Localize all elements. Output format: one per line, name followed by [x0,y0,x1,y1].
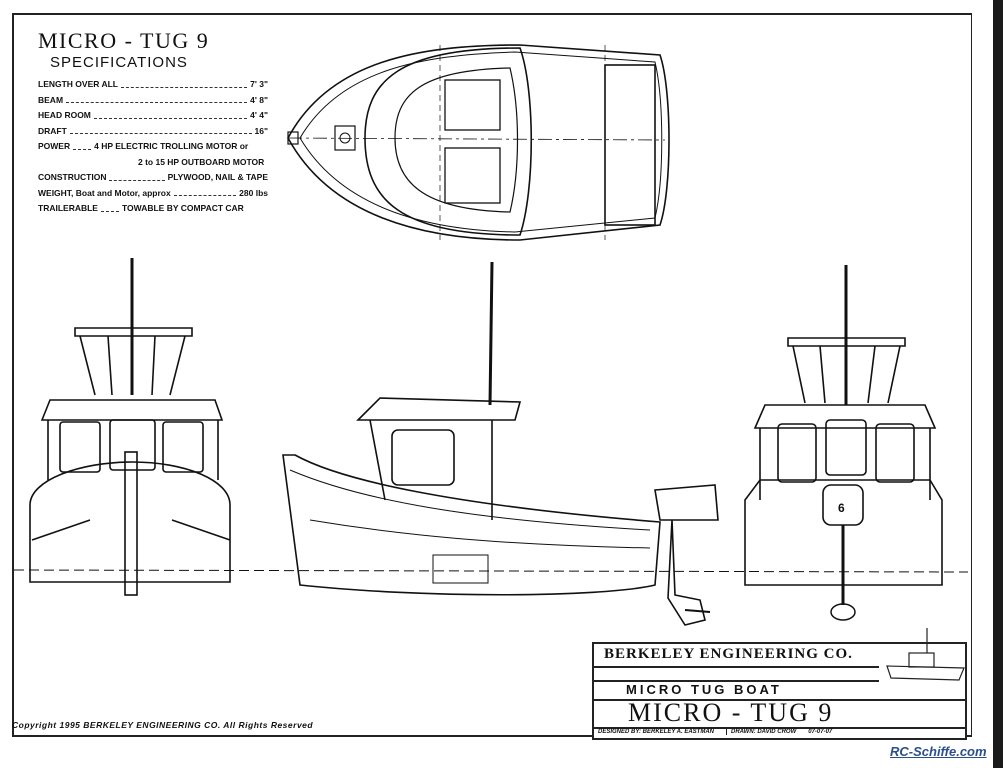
tug-thumbnail-icon [886,628,965,681]
watermark: RC-Schiffe.com [890,744,987,759]
spec-row: 2 to 15 HP OUTBOARD MOTOR [138,156,265,167]
specs-title: MICRO - TUG 9 [38,28,210,53]
drawn-by: DRAWN: DAVID CROW [726,729,796,735]
drawing-subtitle: MICRO TUG BOAT [626,682,782,697]
credits-row: DESIGNED BY: BERKELEY A. EASTMAN DRAWN: … [598,729,832,735]
company-name: BERKELEY ENGINEERING CO. [604,646,853,662]
drawing-name: MICRO - TUG 9 [628,698,834,727]
waterline [13,569,969,573]
drawing-border [12,13,972,737]
side-view [282,261,719,626]
front-view [29,258,231,596]
title-block: BERKELEY ENGINEERING CO. MICRO TUG BOAT … [592,628,967,740]
scan-edge [993,0,1003,768]
copyright-notice: Copyright 1995 BERKELEY ENGINEERING CO. … [12,720,314,730]
top-view [287,44,670,241]
designed-by: DESIGNED BY: BERKELEY A. EASTMAN [598,729,715,735]
rear-view [744,265,943,621]
specs-subtitle: SPECIFICATIONS [50,54,188,71]
specifications-panel: MICRO - TUG 9 SPECIFICATIONS LENGTH OVER… [38,28,268,217]
drawing-date: 07-07-07 [808,729,833,735]
sail-number: 6 [838,501,845,515]
